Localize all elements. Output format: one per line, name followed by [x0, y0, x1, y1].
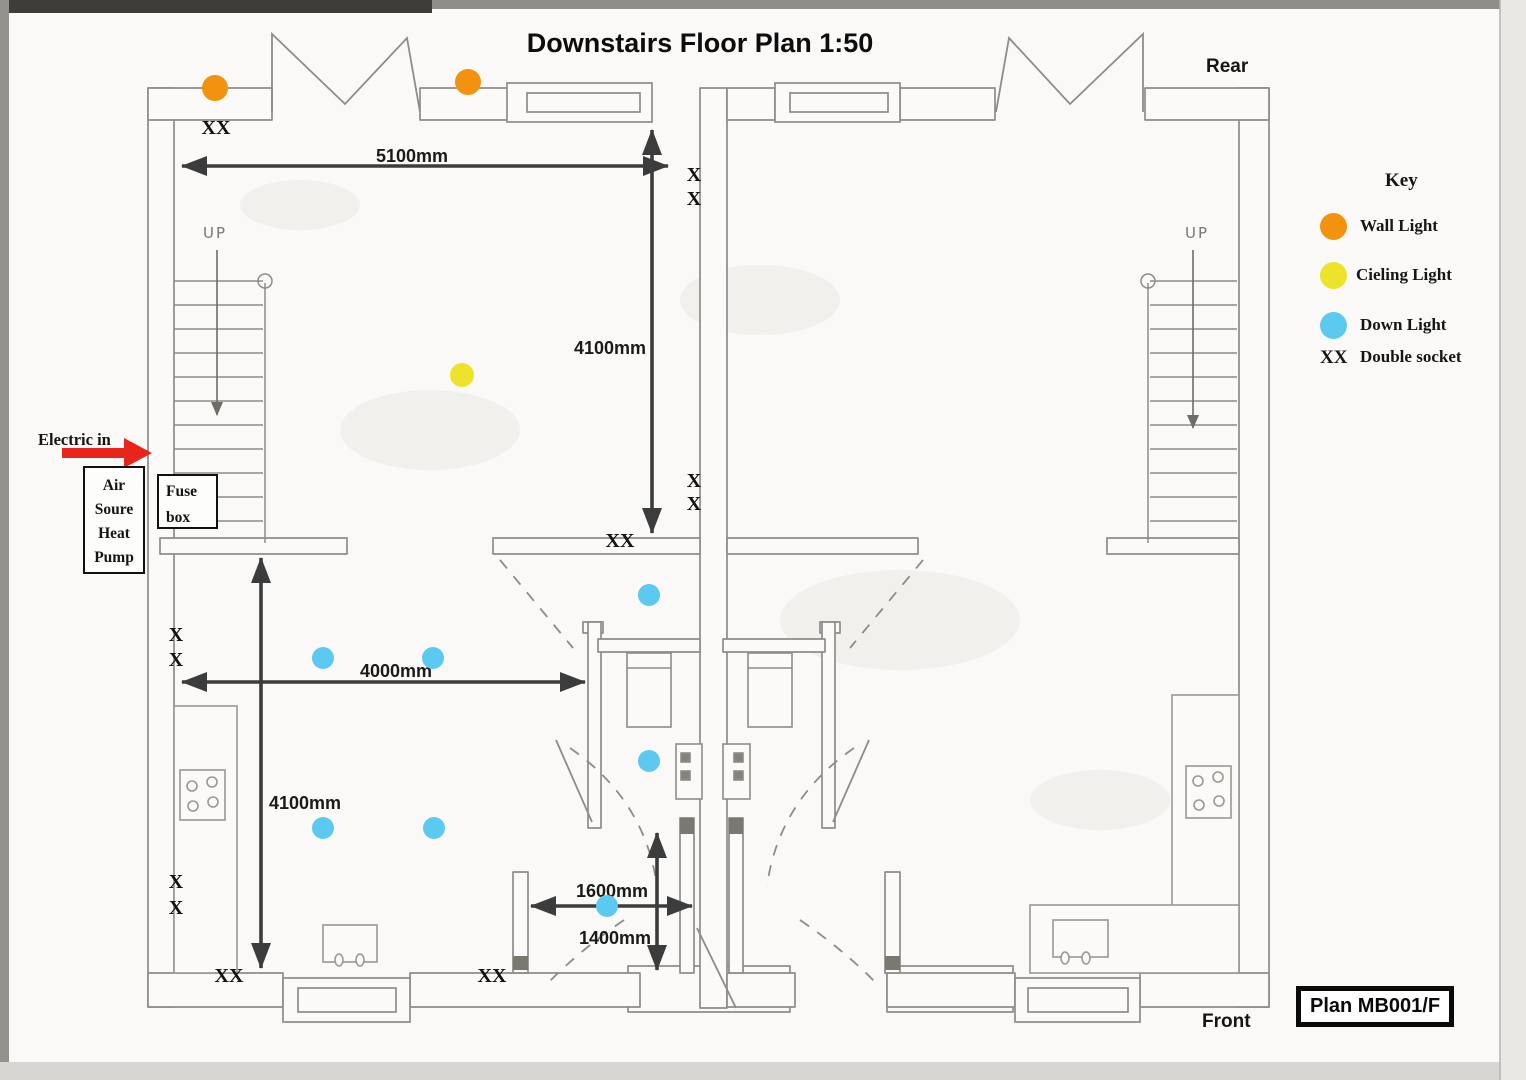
wall-light-dot [202, 75, 228, 101]
door-hinges [513, 818, 900, 970]
heat-pump-line: Heat [98, 525, 130, 543]
stairs-up-annotations: UP UP [203, 224, 1209, 429]
down-light-legend-icon [1320, 312, 1347, 339]
air-source-heat-pump-box: Air Soure Heat Pump [83, 466, 145, 574]
stairs-up-label: UP [203, 224, 227, 242]
dimension-label-5100mm: 5100mm [376, 146, 448, 166]
down-light-dot [422, 647, 444, 669]
hob-left [179, 769, 226, 821]
double-socket-marker: XX [478, 965, 507, 987]
front-label: Front [1202, 1011, 1251, 1032]
dimension-annotations: 5100mm 4100mm 4000mm 4100mm 1600mm 1400mm [181, 129, 693, 971]
sink-left [322, 924, 378, 963]
down-light-dot [638, 750, 660, 772]
key-title: Key [1385, 170, 1418, 191]
counter-left [173, 705, 238, 974]
dimension-label-1400mm: 1400mm [579, 928, 651, 948]
down-light-dot [596, 895, 618, 917]
down-light-dot [312, 817, 334, 839]
wall-right [1238, 87, 1270, 1008]
door-leaf-left [555, 739, 593, 823]
dimension-label-4000mm: 4000mm [360, 661, 432, 681]
double-socket-marker: X [169, 871, 184, 893]
heat-pump-line: Soure [94, 501, 134, 519]
dimension-label-4100mm: 4100mm [269, 793, 341, 813]
double-socket-marker: X [687, 470, 702, 492]
double-socket-marker: XX [215, 965, 244, 987]
rear-label: Rear [1206, 56, 1249, 77]
heat-pump-line: Air [102, 477, 126, 494]
fuse-box-line: Fuse [166, 483, 197, 500]
fuse-box-label: Fuse box [157, 474, 218, 529]
legend-item-down-light: Down Light [1360, 315, 1447, 334]
double-socket-legend-icon: XX [1320, 347, 1348, 368]
double-socket-marker: X [687, 188, 702, 210]
walls [147, 87, 1270, 1013]
double-socket-marker: X [169, 649, 184, 671]
door-swings [499, 559, 924, 1009]
double-socket-marker: X [687, 493, 702, 515]
bifold-door-left [271, 31, 421, 113]
legend-item-ceiling-light: Cieling Light [1356, 265, 1452, 284]
wall-light-legend-icon [1320, 213, 1347, 240]
toilet-left [626, 652, 672, 728]
legend-item-double-socket: Double socket [1360, 347, 1462, 366]
kitchen-fixtures [173, 694, 1240, 974]
bifold-door-right [995, 31, 1144, 113]
stairs-left-treads [174, 280, 263, 522]
sink-right [1052, 919, 1109, 958]
down-light-dot [312, 647, 334, 669]
down-light-dot [638, 584, 660, 606]
stairs-right-newel [1140, 273, 1156, 289]
double-socket-marker: X [169, 897, 184, 919]
party-wall [699, 87, 728, 1009]
heat-pump-line: Pump [94, 549, 134, 567]
ceiling-light-legend-icon [1320, 262, 1347, 289]
stairs-left-newel [257, 273, 273, 289]
bifold-doors [271, 31, 1144, 113]
wall-light-dot [455, 69, 481, 95]
pencil-smudges [240, 180, 1170, 830]
page-title: Downstairs Floor Plan 1:50 [526, 28, 874, 58]
light-symbols [202, 69, 660, 917]
double-socket-marker: XX [202, 117, 231, 139]
cloakroom-fixtures [626, 652, 793, 800]
electric-in-label: Electric in [38, 430, 111, 449]
legend-item-wall-light: Wall Light [1360, 216, 1438, 235]
double-socket-marker: X [169, 624, 184, 646]
plan-reference-badge: Plan MB001/F [1296, 986, 1455, 1027]
front-door-leaf [696, 927, 737, 1009]
toilet-right [747, 652, 793, 728]
door-leaf-right [832, 739, 870, 823]
stairs-up-label: UP [1185, 224, 1209, 242]
dimension-label-1600mm: 1600mm [576, 881, 648, 901]
fuse-box-line: box [166, 509, 191, 527]
double-socket-marker: XX [606, 530, 635, 552]
ceiling-light-dot [450, 363, 474, 387]
windows [282, 82, 1141, 1023]
dimension-label-4100mm: 4100mm [574, 338, 646, 358]
electric-in-arrow [62, 438, 152, 468]
hob-right [1185, 765, 1232, 819]
double-socket-marker: X [687, 164, 702, 186]
down-light-dot [423, 817, 445, 839]
